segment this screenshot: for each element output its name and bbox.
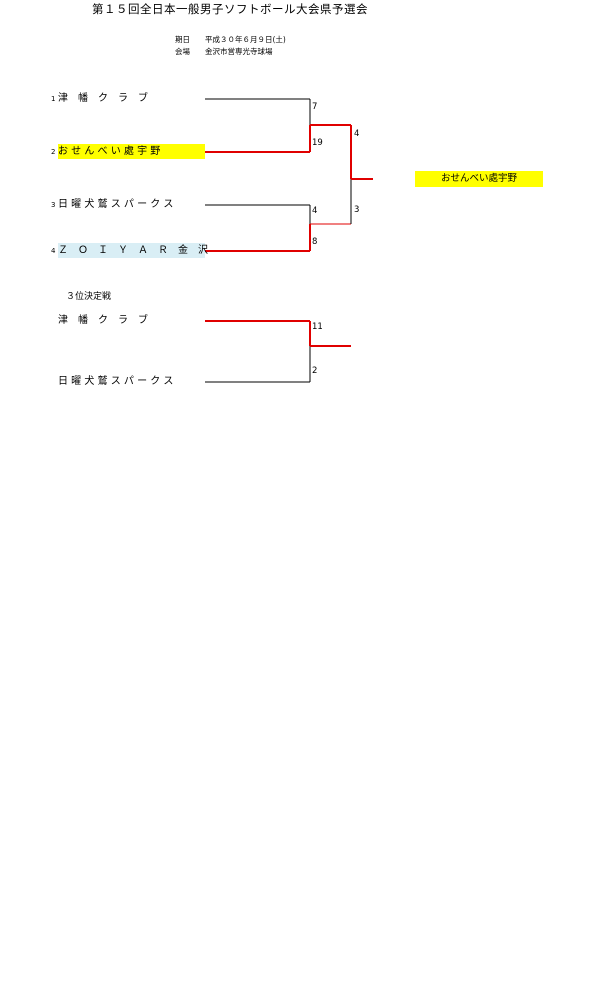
team4-seed: 4 <box>51 247 56 255</box>
team3-seed: 3 <box>51 201 56 209</box>
team2-seed: 2 <box>51 148 56 156</box>
venue-label: 会場 <box>175 47 190 56</box>
score-semi1-bottom: 19 <box>312 138 323 148</box>
team2-name: お せ ん べ い 處 宇 野 <box>58 144 205 159</box>
venue-value: 金沢市営専光寺球場 <box>205 47 273 56</box>
champion-badge: おせんべい處宇野 <box>415 171 543 187</box>
score-semi1-top: 7 <box>312 102 318 112</box>
team1-name: 津 幡 ク ラ ブ <box>58 93 148 104</box>
score-final-top: 4 <box>354 129 360 139</box>
date-label: 期日 <box>175 35 190 44</box>
third-score-top: 11 <box>312 322 323 332</box>
third-team-top: 津 幡 ク ラ ブ <box>58 315 148 326</box>
date-value: 平成３０年６月９日(土) <box>205 35 286 44</box>
third-score-bottom: 2 <box>312 366 318 376</box>
score-final-bottom: 3 <box>354 205 360 215</box>
score-semi2-top: 4 <box>312 206 318 216</box>
third-team-bottom: 日 曜 犬 鷲 ス パ ー ク ス <box>58 376 174 387</box>
team1-seed: 1 <box>51 95 56 103</box>
third-place-title: ３位決定戦 <box>66 292 112 302</box>
score-semi2-bottom: 8 <box>312 237 318 247</box>
team3-name: 日 曜 犬 鷲 ス パ ー ク ス <box>58 199 174 210</box>
page-title: 第１５回全日本一般男子ソフトボール大会県予選会 <box>92 2 368 16</box>
team4-name: Ｚ Ｏ Ｉ Ｙ Ａ Ｒ 金 沢 <box>58 243 208 258</box>
